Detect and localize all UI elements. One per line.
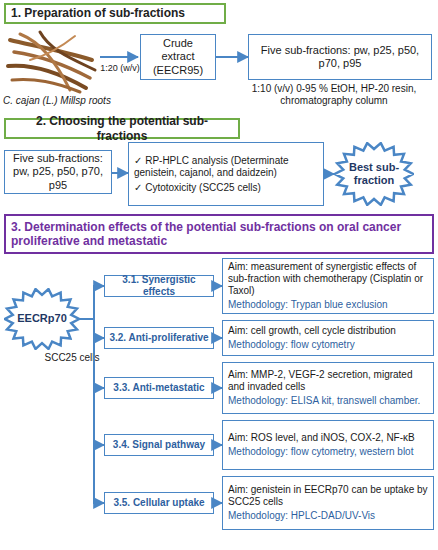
- connector-arrow: [78, 319, 104, 338]
- node-text: Aim: genistein in EECRp70 can be uptake …: [228, 484, 428, 508]
- node-text: Methodology: Trypan blue exclusion: [228, 299, 388, 311]
- node-text: Aim: measurement of synergistic effects …: [228, 261, 428, 297]
- node-text: Crude extract (EECR95): [146, 37, 210, 77]
- connector-arrow: [214, 444, 222, 446]
- connector-arrow: [78, 319, 104, 503]
- free-label: 1:10 (v/v) 0-95 % EtOH, HP-20 resin, chr…: [236, 83, 432, 107]
- connector-arrow: [78, 319, 104, 445]
- aspect-box: 3.2. Anti-proliferative: [104, 327, 214, 349]
- starburst-node: EECRp70: [4, 288, 80, 350]
- connector-arrow: [214, 387, 222, 389]
- node-text: ✓ RP-HPLC analysis (Determinate genistei…: [134, 155, 318, 179]
- node-text: Aim: cell growth, cell cycle distributio…: [228, 325, 396, 337]
- connector-arrow: [324, 173, 334, 175]
- section-header: 3. Determination effects of the potentia…: [4, 214, 434, 254]
- aim-box: Aim: MMP-2, VEGF-2 secretion, migrated a…: [222, 362, 434, 414]
- connector-arrow: [78, 286, 104, 319]
- process-box: Five sub-fractions: pw, p25, p50, p70, p…: [4, 150, 112, 194]
- free-label: SCC25 cells: [36, 352, 108, 364]
- node-text: Methodology: HPLC-DAD/UV-Vis: [228, 510, 375, 522]
- connector-arrow: [112, 172, 128, 174]
- process-box: Five sub-fractions: pw, p25, p50, p70, p…: [248, 34, 432, 80]
- node-text: EECRp70: [17, 312, 67, 325]
- node-text: 3.5. Cellular uptake: [113, 497, 204, 509]
- node-text: 3.2. Anti-proliferative: [109, 332, 208, 344]
- process-box: Crude extract (EECR95): [140, 34, 216, 80]
- starburst-node: Best sub-fraction: [334, 142, 414, 206]
- section-header: 1. Preparation of sub-fractions: [4, 3, 226, 24]
- aspect-box: 3.4. Signal pathway: [104, 434, 214, 456]
- node-text: 3.4. Signal pathway: [113, 439, 205, 451]
- node-text: 2. Choosing the potential sub-fractions: [11, 114, 233, 143]
- node-text: Aim: ROS level, and iNOS, COX-2, NF-κB: [228, 432, 415, 444]
- aspect-box: 3.1. Synergistic effects: [104, 275, 214, 297]
- node-text: ✓ Cytotoxicity (SCC25 cells): [134, 182, 261, 194]
- free-label: 1:20 (w/v): [98, 63, 142, 74]
- node-text: Five sub-fractions: pw, p25, p50, p70, p…: [254, 44, 426, 70]
- arrow-line: [100, 56, 138, 58]
- checklist-box: ✓ RP-HPLC analysis (Determinate genistei…: [128, 142, 324, 206]
- node-text: Methodology: ELISA kit, transwell chambe…: [228, 395, 420, 407]
- node-text: Methodology: flow cytometry: [228, 339, 355, 351]
- aim-box: Aim: measurement of synergistic effects …: [222, 258, 434, 314]
- node-text: 1. Preparation of sub-fractions: [11, 6, 185, 20]
- connector-arrow: [214, 285, 222, 287]
- aim-box: Aim: ROS level, and iNOS, COX-2, NF-κB Me…: [222, 420, 434, 470]
- section-header: 2. Choosing the potential sub-fractions: [4, 118, 240, 139]
- aim-box: Aim: cell growth, cell cycle distributio…: [222, 320, 434, 356]
- node-text: 3.3. Anti-metastatic: [113, 382, 204, 394]
- node-text: Aim: MMP-2, VEGF-2 secretion, migrated a…: [228, 369, 428, 393]
- node-text: Best sub-fraction: [344, 161, 404, 187]
- aim-box: Aim: genistein in EECRp70 can be uptake …: [222, 476, 434, 530]
- connector-arrow: [214, 502, 222, 504]
- node-text: Methodology: flow cytometry, western blo…: [228, 446, 413, 458]
- node-text: Five sub-fractions: pw, p25, p50, p70, p…: [10, 152, 106, 192]
- aspect-box: 3.5. Cellular uptake: [104, 492, 214, 514]
- node-text: 3.1. Synergistic effects: [108, 274, 210, 298]
- connector-arrow: [214, 337, 222, 339]
- roots-illustration: [8, 32, 95, 92]
- aspect-box: 3.3. Anti-metastatic: [104, 377, 214, 399]
- connector-arrow: [216, 56, 248, 58]
- node-text: 3. Determination effects of the potentia…: [11, 220, 427, 249]
- free-label: C. cajan (L.) Millsp roots: [2, 95, 112, 107]
